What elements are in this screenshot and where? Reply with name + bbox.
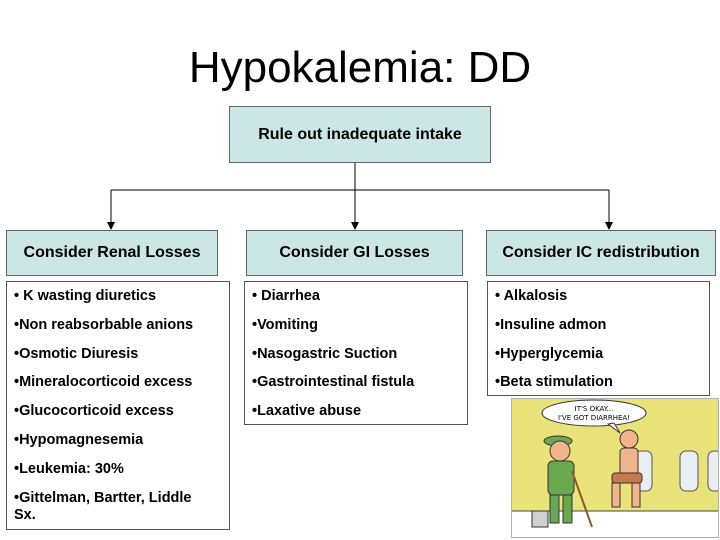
list-item: •Gittelman, Bartter, Liddle Sx.: [14, 489, 192, 523]
list-item: •Glucocorticoid excess: [14, 403, 174, 420]
cartoon-illustration: IT'S OKAY... I'VE GOT DIARRHEA!: [512, 399, 718, 537]
seated-man-icon: [611, 429, 643, 508]
list-item: •Gastrointestinal fistula: [252, 374, 415, 391]
list-item: •Non reabsorbable anions: [14, 316, 194, 333]
root-node-label: Rule out inadequate intake: [258, 125, 462, 143]
ic-causes-list: • Alkalosis •Insuline admon •Hyperglycem…: [487, 281, 710, 396]
list-item: •Insuline admon: [495, 316, 607, 333]
speech-bubble: IT'S OKAY... I'VE GOT DIARRHEA!: [541, 399, 647, 434]
speech-line-2: I'VE GOT DIARRHEA!: [558, 414, 630, 422]
list-item: • Alkalosis: [495, 288, 568, 304]
diarrhea-cartoon: IT'S OKAY... I'VE GOT DIARRHEA!: [511, 398, 719, 538]
branch-node-gi: Consider GI Losses: [246, 230, 463, 276]
list-item: •Vomiting: [252, 316, 319, 333]
list-item: •Hypomagnesemia: [14, 431, 144, 448]
slide-title: Hypokalemia: DD: [188, 43, 532, 92]
list-item: •Laxative abuse: [252, 403, 362, 420]
branch-node-ic: Consider IC redistribution: [486, 230, 716, 276]
renal-causes-list: • K wasting diuretics •Non reabsorbable …: [6, 281, 230, 530]
janitor-icon: [531, 435, 593, 528]
list-item: •Nasogastric Suction: [252, 345, 398, 362]
root-node: Rule out inadequate intake: [229, 106, 491, 163]
branch-node-renal-label: Consider Renal Losses: [23, 244, 201, 261]
list-item: • K wasting diuretics: [14, 288, 157, 304]
list-item: •Mineralocorticoid excess: [14, 374, 193, 391]
list-item: •Beta stimulation: [495, 374, 613, 391]
list-item: •Leukemia: 30%: [14, 460, 124, 477]
speech-line-1: IT'S OKAY...: [575, 405, 614, 413]
list-item: •Osmotic Diuresis: [14, 345, 139, 362]
branch-node-gi-label: Consider GI Losses: [279, 244, 430, 261]
branch-node-ic-label: Consider IC redistribution: [502, 244, 700, 261]
list-item: • Diarrhea: [252, 288, 320, 304]
gi-causes-list: • Diarrhea •Vomiting •Nasogastric Suctio…: [244, 281, 468, 425]
list-item: •Hyperglycemia: [495, 345, 604, 362]
branch-node-renal: Consider Renal Losses: [6, 230, 218, 276]
